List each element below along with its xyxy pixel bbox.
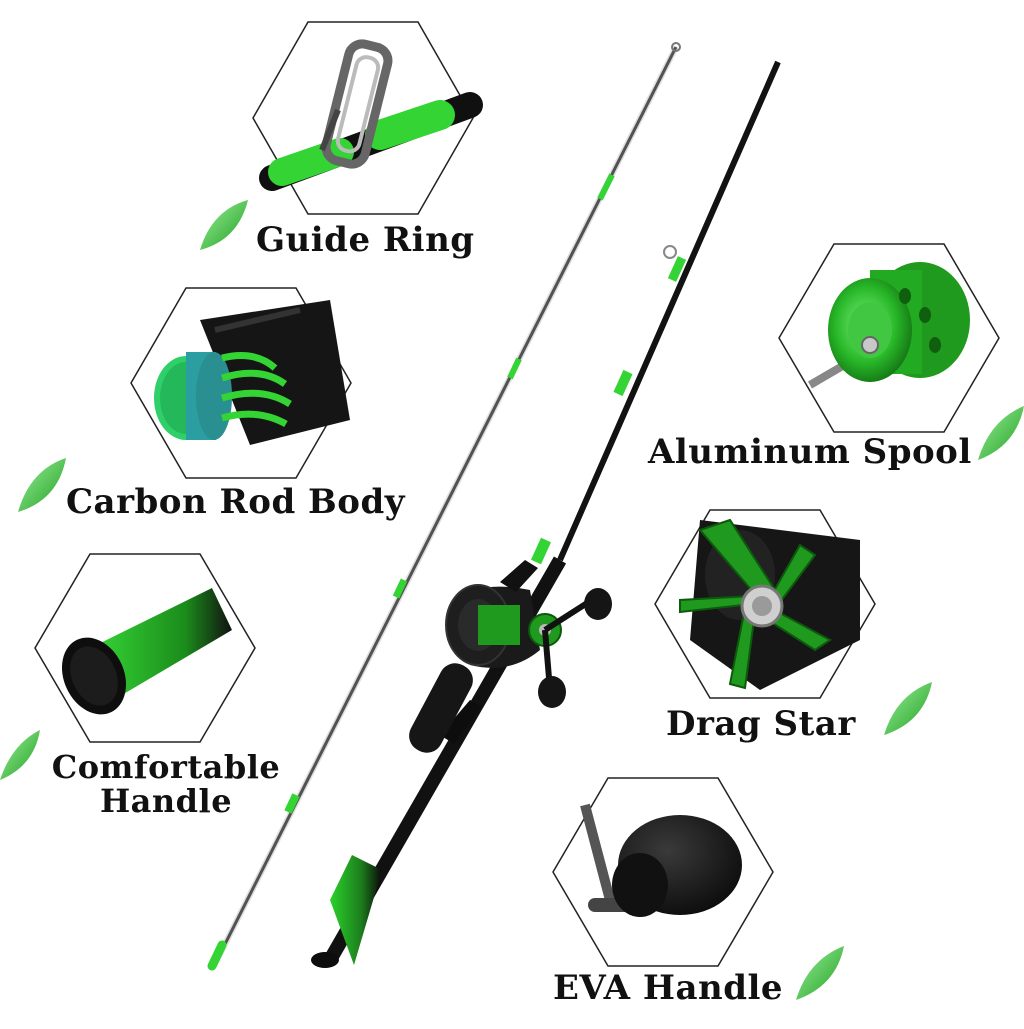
hexagon-guide-ring (252, 21, 483, 215)
hexagon-aluminum-spool (778, 243, 1000, 433)
baitcasting-reel (445, 560, 612, 708)
label-comfortable-handle: Comfortable Handle (44, 750, 288, 818)
hexagon-drag-star (654, 509, 876, 699)
label-aluminum-spool: Aluminum Spool (648, 432, 972, 472)
decorative-leaf-2 (18, 458, 66, 512)
label-drag-star: Drag Star (666, 704, 856, 744)
hexagon-carbon-rod-body (130, 287, 352, 479)
label-comfortable-handle-line2: Handle (99, 782, 233, 820)
rod-tip-section (207, 42, 681, 971)
decorative-leaf-4 (978, 406, 1024, 460)
label-comfortable-handle-line1: Comfortable (51, 748, 281, 786)
decorative-leaf-3 (0, 730, 40, 780)
label-eva-handle: EVA Handle (553, 968, 784, 1008)
label-carbon-rod-body: Carbon Rod Body (66, 482, 405, 522)
decorative-leaf-6 (796, 946, 844, 1000)
label-guide-ring: Guide Ring (256, 220, 475, 260)
decorative-leaf-5 (884, 682, 932, 735)
decorative-leaf-1 (200, 200, 248, 250)
hexagon-comfortable-handle (34, 553, 256, 743)
hexagon-eva-handle (552, 777, 774, 967)
